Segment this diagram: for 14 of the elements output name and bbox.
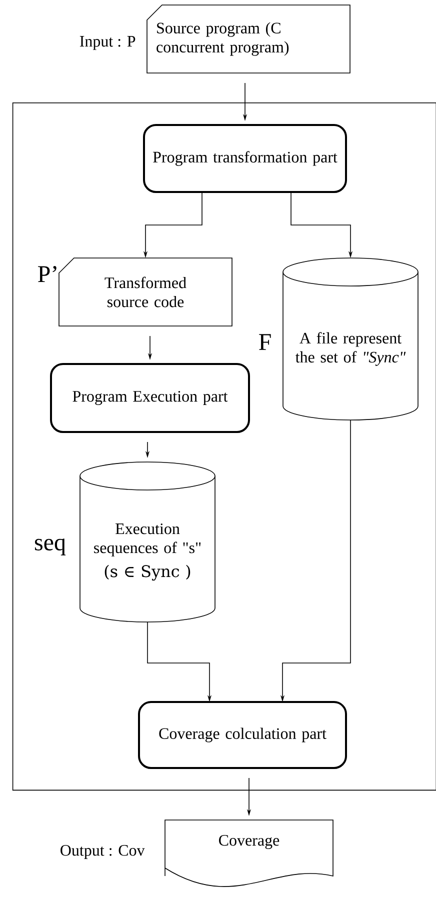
document-box: Coverage	[164, 820, 334, 887]
node-label: P’	[38, 266, 56, 282]
process-box: Program transformation part	[143, 124, 347, 193]
system-frame	[12, 102, 436, 791]
document-box: Source program (C concurrent program)	[146, 4, 350, 74]
node-label: F	[259, 334, 271, 350]
node-label: seq	[35, 538, 66, 556]
storage-cylinder: Execution sequences of "s" (s ∈ Sync )	[80, 462, 216, 622]
process-box: Program Execution part	[50, 363, 250, 433]
node-label: Input : P	[80, 36, 136, 50]
node-label: Output : Cov	[60, 845, 145, 859]
process-box: Coverage colculation part	[138, 701, 347, 769]
document-box: Transformed source code	[58, 258, 232, 326]
storage-cylinder: A file represent the set of "Sync"	[282, 258, 418, 420]
